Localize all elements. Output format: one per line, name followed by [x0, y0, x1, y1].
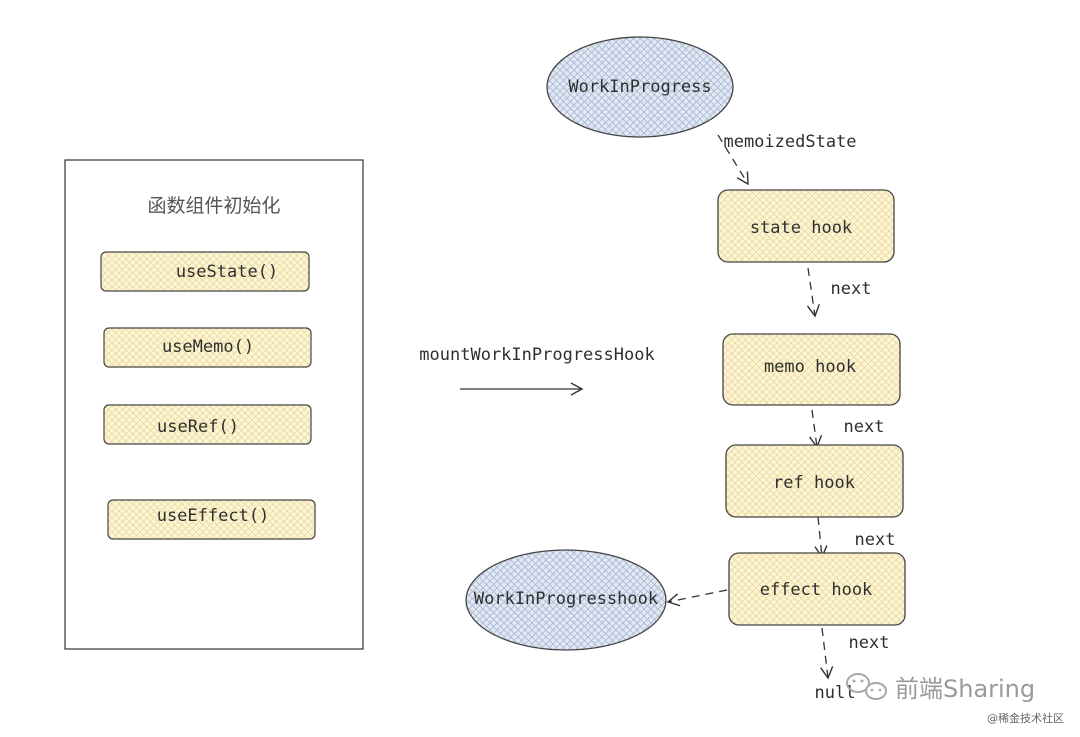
next-edge-4 [820, 627, 834, 680]
ref-hook-label: ref hook [773, 473, 855, 493]
hook-box-usestate [100, 251, 310, 292]
memo-hook-node [722, 333, 901, 406]
panel-title: 函数组件初始化 [147, 195, 280, 217]
hook-box-usememo [103, 327, 312, 368]
hook-label-useeffect: useEffect() [157, 506, 270, 526]
brand-name: 前端Sharing [895, 675, 1035, 703]
memoizedstate-edge [717, 134, 749, 186]
next-edge-3 [814, 516, 828, 559]
workinprogress-label: WorkInProgress [568, 77, 711, 97]
hook-label-usememo: useMemo() [162, 337, 254, 357]
null-label: null [815, 683, 856, 703]
next-label-4: next [849, 633, 890, 653]
next-label-3: next [855, 530, 896, 550]
next-label-2: next [844, 417, 885, 437]
state-hook-label: state hook [750, 218, 852, 238]
mount-arrow-label: mountWorkInProgressHook [419, 345, 654, 365]
effect-hook-node [728, 552, 906, 626]
source-watermark: @稀金技术社区 [987, 711, 1064, 725]
effect-to-wiphook-edge [666, 589, 728, 607]
memoizedstate-label: memoizedState [723, 132, 856, 152]
next-label-1: next [831, 279, 872, 299]
state-hook-node [717, 189, 895, 263]
hook-label-useref: useRef() [157, 417, 239, 437]
workinprogress-node [546, 36, 734, 138]
workinprogresshook-node [465, 549, 667, 651]
next-edge-1 [806, 267, 821, 318]
hook-box-useeffect [107, 499, 316, 540]
ref-hook-node [725, 444, 904, 518]
memo-hook-label: memo hook [764, 357, 856, 377]
effect-hook-label: effect hook [760, 580, 873, 600]
workinprogresshook-label: WorkInProgresshook [474, 589, 658, 609]
next-edge-2 [809, 409, 823, 449]
hook-label-usestate: useState() [176, 262, 278, 282]
hook-box-useref [103, 404, 312, 445]
wechat-icon [846, 673, 887, 700]
